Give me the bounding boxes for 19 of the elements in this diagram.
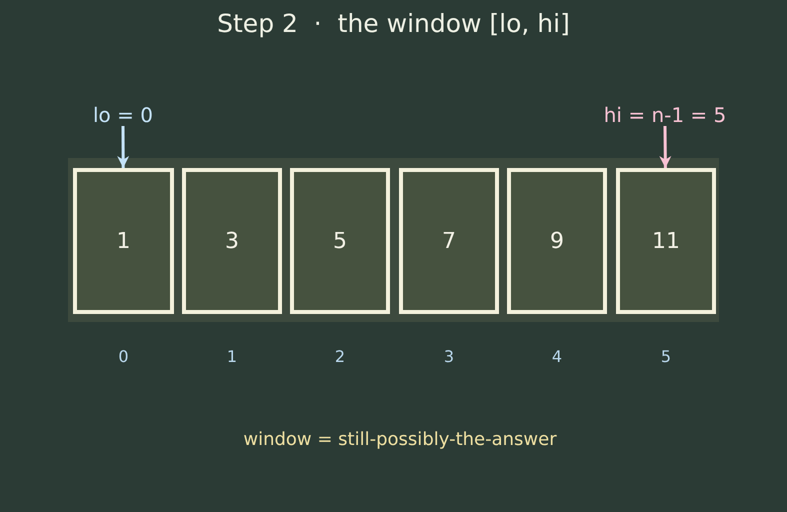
index-label: 1 <box>226 347 238 367</box>
diagram-title: Step 2 · the window [lo, hi] <box>217 8 570 40</box>
index-label: 5 <box>660 347 672 367</box>
array-element: 3 <box>182 168 282 314</box>
index-label: 4 <box>552 347 562 367</box>
index-label: 0 <box>118 347 129 367</box>
array-element: 7 <box>399 168 499 314</box>
pointer-label: lo = 0 <box>93 104 153 126</box>
array-element: 1 <box>73 168 174 314</box>
window-band <box>68 158 719 322</box>
pointer-arrow <box>659 126 672 168</box>
index-label: 3 <box>444 347 454 367</box>
pointer-arrow <box>117 126 130 168</box>
array-element: 5 <box>290 168 390 314</box>
index-label: 2 <box>334 347 346 367</box>
caption-text: window = still-possibly-the-answer <box>243 429 557 451</box>
array-element: 11 <box>616 168 716 314</box>
array-element: 9 <box>507 168 607 314</box>
pointer-label: hi = n-1 = 5 <box>604 104 726 126</box>
